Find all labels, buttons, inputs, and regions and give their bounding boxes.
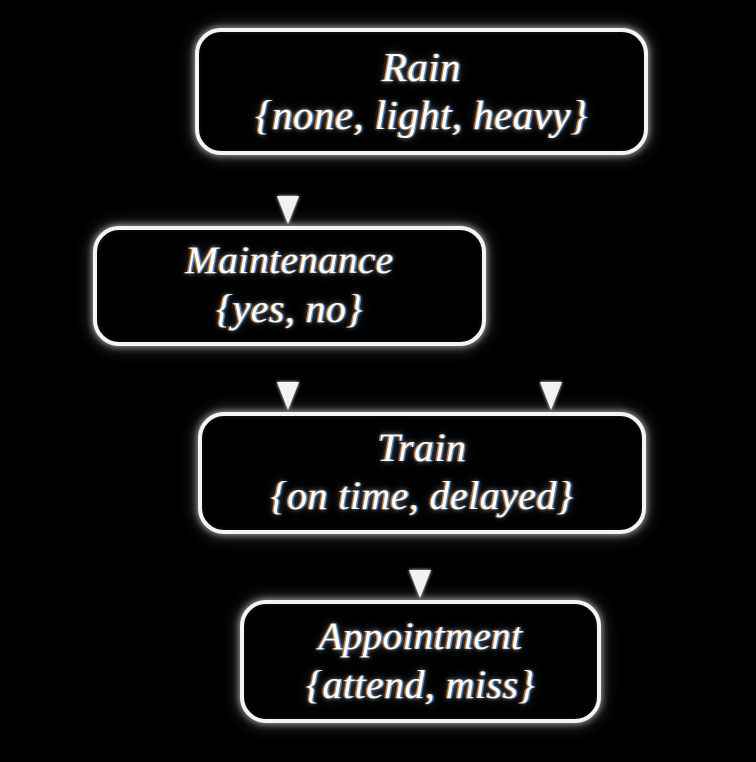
node-appointment[interactable]: Appointment {attend, miss}	[240, 600, 601, 723]
node-maintenance[interactable]: Maintenance {yes, no}	[93, 226, 486, 346]
edge-maintenance-to-train	[277, 349, 299, 410]
node-train-label: Train	[377, 425, 467, 470]
node-train[interactable]: Train {on time, delayed}	[198, 412, 646, 534]
node-appointment-label: Appointment	[318, 614, 523, 658]
node-maintenance-label: Maintenance	[185, 239, 394, 282]
node-maintenance-states: {yes, no}	[216, 286, 363, 331]
edge-train-to-appointment	[409, 537, 431, 598]
edge-rain-to-train	[540, 158, 562, 410]
node-train-states: {on time, delayed}	[270, 473, 574, 518]
node-rain-states: {none, light, heavy}	[255, 91, 588, 138]
node-rain-label: Rain	[381, 43, 462, 90]
node-appointment-states: {attend, miss}	[306, 661, 535, 707]
edge-rain-to-maintenance	[277, 158, 299, 224]
node-rain[interactable]: Rain {none, light, heavy}	[195, 28, 648, 155]
